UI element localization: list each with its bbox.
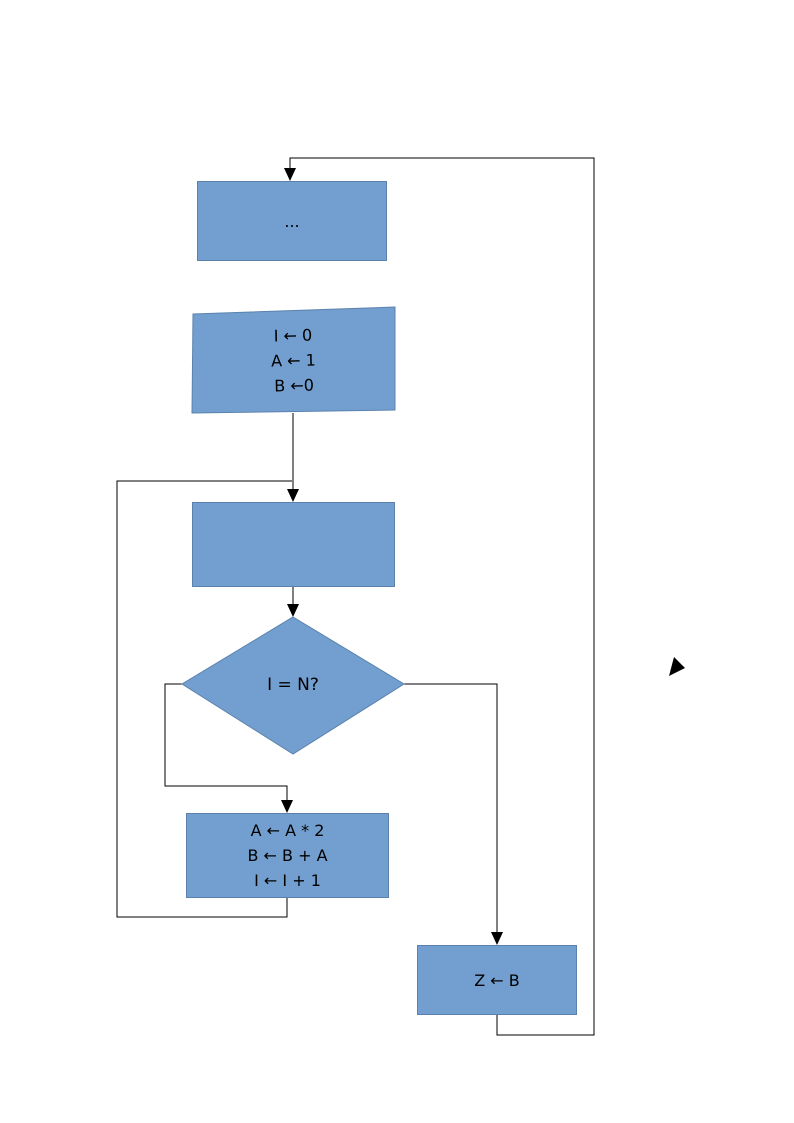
arrow-down-into-loop-body-icon xyxy=(281,800,293,813)
connector-output-to-start xyxy=(289,157,595,1036)
init-line-1: I ← 0 xyxy=(273,325,313,345)
arrow-down-into-output-icon xyxy=(491,932,503,945)
node-init: I ← 0 A ← 1 B ←0 xyxy=(191,305,396,416)
node-output: Z ← B xyxy=(417,945,577,1015)
arrow-down-into-process-icon xyxy=(287,489,299,502)
init-box-shape xyxy=(191,306,396,414)
node-output-label: Z ← B xyxy=(474,970,520,990)
loop-body-line-2: B ← B + A xyxy=(247,846,328,865)
connector-loop-body-back-to-process xyxy=(116,480,292,918)
node-process-empty xyxy=(192,502,395,587)
init-line-2: A ← 1 xyxy=(270,349,317,371)
arrow-down-into-decision-icon xyxy=(287,604,299,617)
init-line-3: B ←0 xyxy=(274,375,315,395)
loop-body-line-3: I ← I + 1 xyxy=(254,871,321,890)
connector-decision-to-output xyxy=(404,683,498,933)
node-start: ... xyxy=(197,181,387,261)
node-loop-body: A ← A * 2 B ← B + A I ← I + 1 xyxy=(186,813,389,898)
loop-body-line-1: A ← A * 2 xyxy=(250,821,325,840)
node-decision-label: I = N? xyxy=(267,675,319,695)
stray-cursor-triangle-icon xyxy=(669,657,685,676)
decision-diamond-shape xyxy=(181,616,405,755)
node-decision: I = N? xyxy=(182,617,404,754)
connector-decision-to-loop-body xyxy=(164,683,288,800)
node-start-label: ... xyxy=(284,211,300,231)
arrow-down-into-start-icon xyxy=(284,168,296,181)
